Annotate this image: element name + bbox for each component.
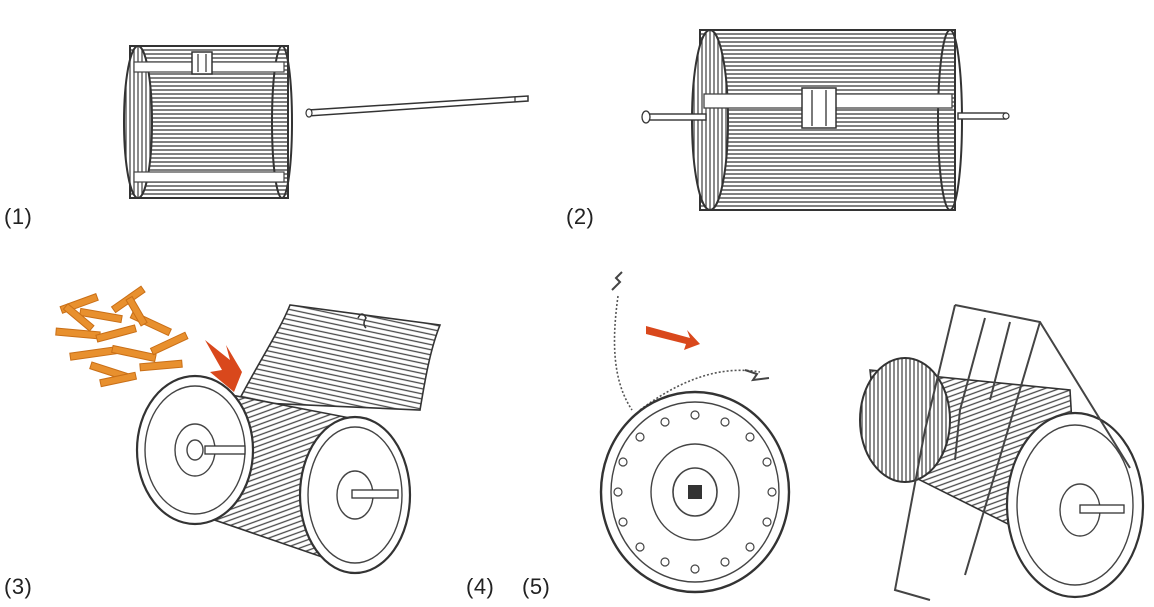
arrow-icon <box>205 340 242 392</box>
rod-icon <box>305 95 529 118</box>
step-label-4: (4) <box>466 574 495 599</box>
arrow-icon <box>646 326 700 350</box>
panel-1 <box>123 45 529 199</box>
panel-4 <box>599 271 791 594</box>
french-fries-icon <box>55 285 189 388</box>
panel-2 <box>641 29 1010 211</box>
step-label-3: (3) <box>4 574 33 599</box>
drum-basket-icon <box>691 29 963 211</box>
panel-5 <box>859 304 1145 601</box>
mesh-lid-icon <box>236 304 442 411</box>
end-cap-icon <box>599 390 791 594</box>
drum-basket-icon <box>135 374 412 575</box>
handle-frame-icon <box>893 304 1131 601</box>
drum-basket-icon <box>123 45 293 199</box>
drum-basket-icon <box>859 357 1145 599</box>
step-label-1: (1) <box>4 204 33 229</box>
panel-3 <box>55 285 442 575</box>
rod-icon <box>641 110 1010 124</box>
step-label-5: (5) <box>522 574 551 599</box>
spring-clip-icon <box>611 271 770 411</box>
step-label-2: (2) <box>566 204 595 229</box>
